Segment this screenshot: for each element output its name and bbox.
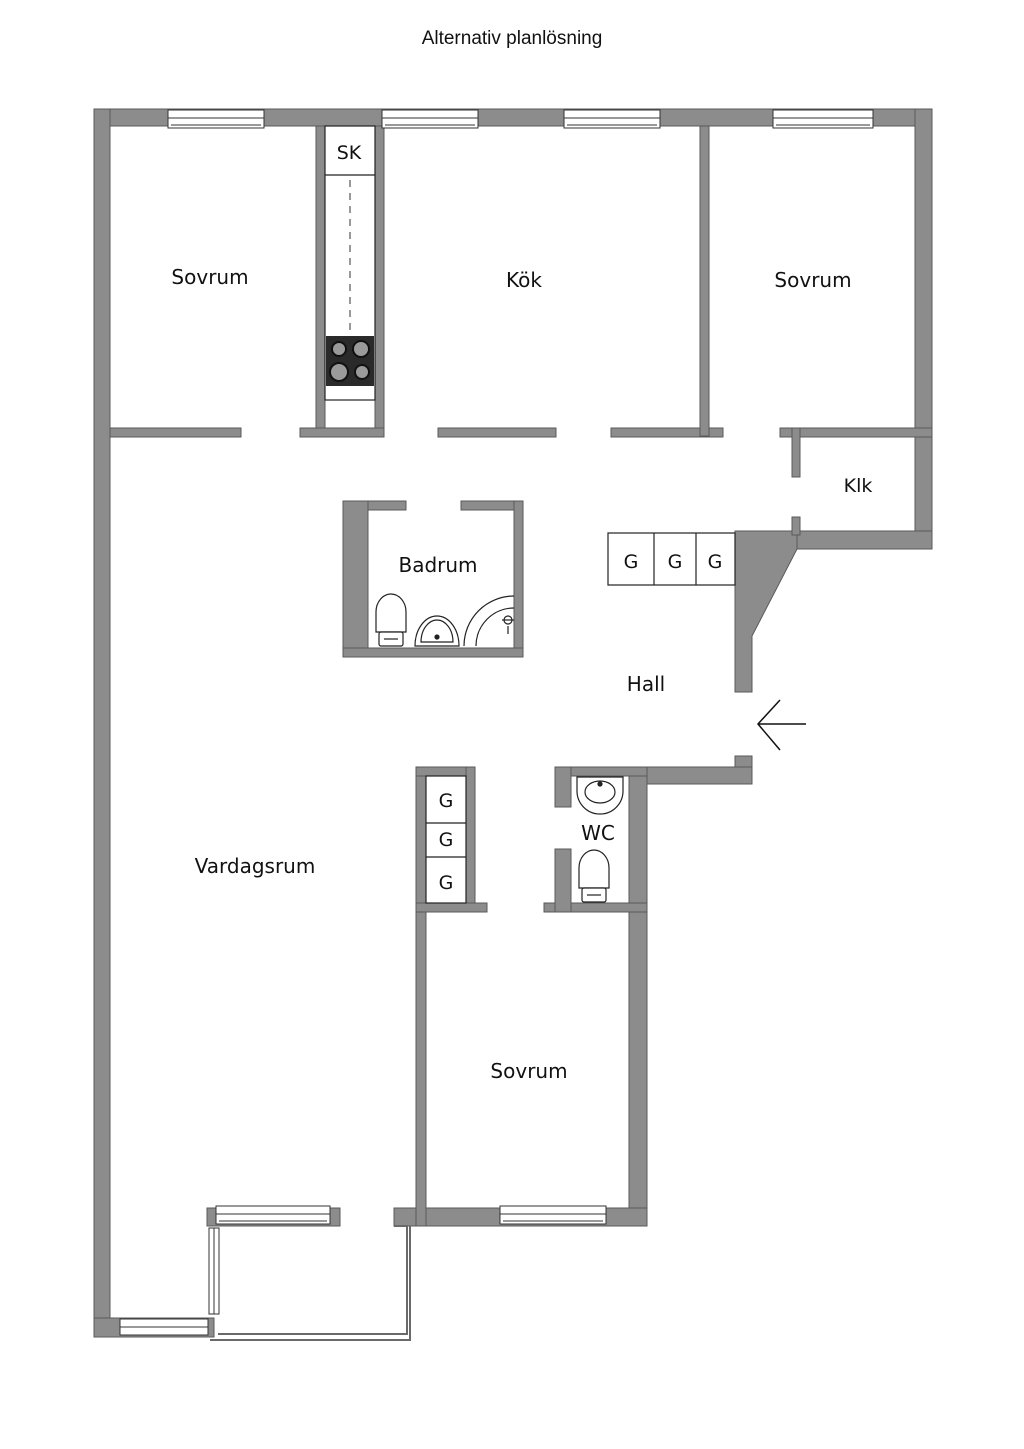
wall-kitchen-stub	[299, 427, 385, 438]
wall-entrance-wedge	[734, 530, 798, 693]
wall-bed-nw-bottom	[109, 427, 242, 438]
wall-bed-ne-bottom	[779, 427, 933, 438]
wall-right-lower	[628, 766, 648, 1227]
wall-left	[93, 108, 111, 1338]
window-icon	[119, 1318, 209, 1336]
hall-wardrobe-row	[607, 532, 736, 586]
wall-klk-left-upper	[791, 427, 801, 478]
wall-klk-bottom	[791, 530, 933, 550]
window-icon	[563, 109, 661, 129]
wall-kitchen-right	[699, 125, 710, 437]
window-icon	[499, 1205, 607, 1225]
wall-sk-left	[315, 125, 326, 437]
label-bedroom-s: Sovrum	[490, 1059, 567, 1083]
entrance-arrow-icon	[757, 699, 806, 751]
shower-icon	[463, 595, 515, 647]
wall-sk-right	[374, 125, 385, 437]
label-bedroom-ne: Sovrum	[774, 268, 851, 292]
label-living-room: Vardagsrum	[195, 854, 316, 878]
label-hall: Hall	[627, 672, 665, 696]
label-wardrobe: G	[439, 829, 454, 851]
label-bedroom-nw: Sovrum	[171, 265, 248, 289]
kitchen-counter	[324, 125, 376, 401]
toilet-icon	[578, 849, 610, 903]
label-wardrobe: G	[439, 790, 454, 812]
label-storage-sk: SK	[337, 142, 362, 164]
window-icon	[208, 1227, 220, 1315]
label-bathroom: Badrum	[398, 553, 477, 577]
window-icon	[167, 109, 265, 129]
wall-kitchen-bottom-2	[610, 427, 724, 438]
window-icon	[381, 109, 479, 129]
wall-bath-left	[342, 500, 369, 658]
wall-wc-left-lower	[554, 848, 572, 913]
label-wardrobe: G	[668, 551, 683, 573]
wall-wc-left-upper	[554, 766, 572, 808]
balcony-outline	[210, 1225, 411, 1341]
sink-icon	[576, 776, 624, 815]
page-title: Alternativ planlösning	[421, 28, 603, 49]
column-wardrobe	[425, 775, 467, 904]
wall-closet-right	[465, 766, 476, 913]
wall-step	[645, 766, 753, 785]
wall-divider	[415, 766, 427, 1227]
label-wardrobe: G	[439, 872, 454, 894]
label-wc: WC	[581, 821, 615, 845]
label-wardrobe: G	[624, 551, 639, 573]
stove-icon	[326, 336, 374, 386]
window-icon	[215, 1205, 331, 1225]
toilet-icon	[375, 593, 407, 647]
wall-bath-right	[513, 500, 524, 658]
wall-bath-bottom	[342, 647, 524, 658]
label-kitchen: Kök	[506, 268, 542, 292]
wall-bed-s-top-left	[415, 902, 488, 913]
window-icon	[772, 109, 874, 129]
sink-icon	[414, 615, 460, 647]
wall-bed-s-top-right	[543, 902, 648, 913]
label-wardrobe: G	[708, 551, 723, 573]
wall-klk-left-lower	[791, 516, 801, 536]
wall-right-upper	[914, 108, 933, 550]
label-closet-klk: Klk	[844, 475, 873, 497]
wall-kitchen-bottom-1	[437, 427, 557, 438]
